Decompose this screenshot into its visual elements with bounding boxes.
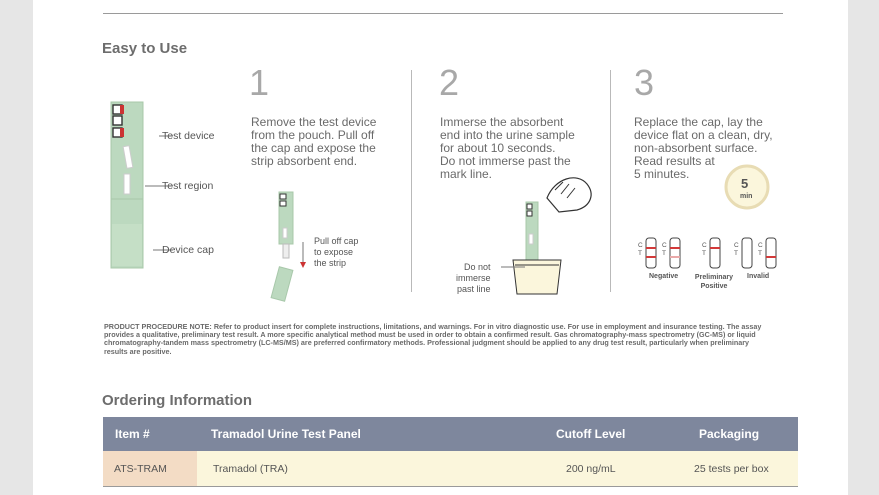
t-label: T (638, 250, 642, 257)
cell-packaging: 25 tests per box (694, 463, 769, 475)
test-device-image (110, 101, 144, 269)
pos-c-t: C T (702, 242, 707, 258)
ordering-heading: Ordering Information (102, 392, 252, 409)
col-packaging: Packaging (699, 427, 760, 441)
test-device-label: Test device (162, 130, 215, 142)
t-label: T (758, 250, 762, 257)
callout-line: past line (456, 284, 491, 294)
label-line: Preliminary (694, 274, 734, 281)
col-item: Item # (115, 427, 150, 441)
timer-value: 5 (741, 176, 749, 191)
col-panel: Tramadol Urine Test Panel (211, 427, 361, 441)
callout-line: Do not (463, 262, 491, 272)
remove-cap-illustration (270, 191, 306, 302)
step-1-line: strip absorbent end. (251, 154, 358, 168)
preliminary-positive-label: Preliminary Positive (694, 273, 734, 291)
device-cap-label: Device cap (162, 244, 214, 256)
t-label: T (702, 250, 706, 257)
inv-c-t: C T (734, 242, 739, 258)
callout-line: the strip (314, 258, 347, 268)
step-2-number: 2 (439, 62, 460, 103)
timer-icon (724, 164, 770, 210)
cell-item: ATS-TRAM (114, 463, 167, 475)
table-header: Item # Tramadol Urine Test Panel Cutoff … (103, 417, 798, 451)
step-3-line: Replace the cap, lay the (634, 115, 763, 129)
step-3-line: 5 minutes. (634, 167, 690, 181)
cell-cutoff: 200 ng/mL (566, 463, 616, 475)
cell-panel: Tramadol (TRA) (213, 463, 288, 475)
top-divider (103, 13, 783, 14)
callout-line: Pull off cap (314, 236, 359, 246)
step-3-line: Read results at (634, 154, 715, 168)
neg2-c-t: C T (662, 242, 667, 258)
step-3-number: 3 (634, 62, 655, 103)
step-2-line: Immerse the absorbent (440, 115, 564, 129)
step-2-instructions: Immerse the absorbent end into the urine… (440, 116, 575, 181)
inv2-c-t: C T (758, 242, 763, 258)
label-line: Positive (700, 283, 728, 290)
step-divider (411, 70, 412, 292)
easy-to-use-heading: Easy to Use (102, 40, 188, 57)
callout-line: immerse (456, 273, 491, 283)
step-1-number: 1 (249, 62, 270, 103)
table-row: ATS-TRAM Tramadol (TRA) 200 ng/mL 25 tes… (103, 451, 798, 487)
step-3-line: device flat on a clean, dry, (634, 128, 773, 142)
product-page: Easy to Use Test device Test region Devi… (33, 0, 848, 495)
step-2-callout: Do not immerse past line (456, 262, 491, 295)
c-label: C (662, 242, 667, 249)
step-2-line: mark line. (440, 167, 493, 181)
step-1-instructions: Remove the test device from the pouch. P… (251, 116, 376, 168)
device-leader-lines (145, 135, 173, 251)
step-2-line: for about 10 seconds. (440, 141, 556, 155)
step-2-line: end into the urine sample (440, 128, 575, 142)
step-1-line: Remove the test device (251, 115, 377, 129)
invalid-label: Invalid (747, 273, 770, 280)
step-1-callout: Pull off cap to expose the strip (314, 236, 358, 269)
step-1-line: the cap and expose the (251, 141, 376, 155)
result-examples (645, 237, 777, 269)
callout-line: to expose (314, 247, 354, 257)
step-2-line: Do not immerse past the (440, 154, 571, 168)
t-label: T (734, 250, 738, 257)
immerse-illustration (501, 177, 592, 295)
c-label: C (702, 242, 707, 249)
step-1-line: from the pouch. Pull off (251, 128, 375, 142)
negative-label: Negative (649, 273, 679, 280)
neg-c-t: C T (638, 242, 643, 258)
c-label: C (758, 242, 763, 249)
col-cutoff: Cutoff Level (556, 427, 626, 441)
step-divider (610, 70, 611, 292)
c-label: C (638, 242, 643, 249)
timer-unit: min (740, 193, 753, 200)
step-3-line: non-absorbent surface. (634, 141, 758, 155)
t-label: T (662, 250, 666, 257)
test-region-label: Test region (162, 180, 214, 192)
item-cell-bg (103, 451, 197, 486)
procedure-note: PRODUCT PROCEDURE NOTE: Refer to product… (104, 322, 762, 356)
step-3-instructions: Replace the cap, lay the device flat on … (634, 116, 773, 181)
c-label: C (734, 242, 739, 249)
